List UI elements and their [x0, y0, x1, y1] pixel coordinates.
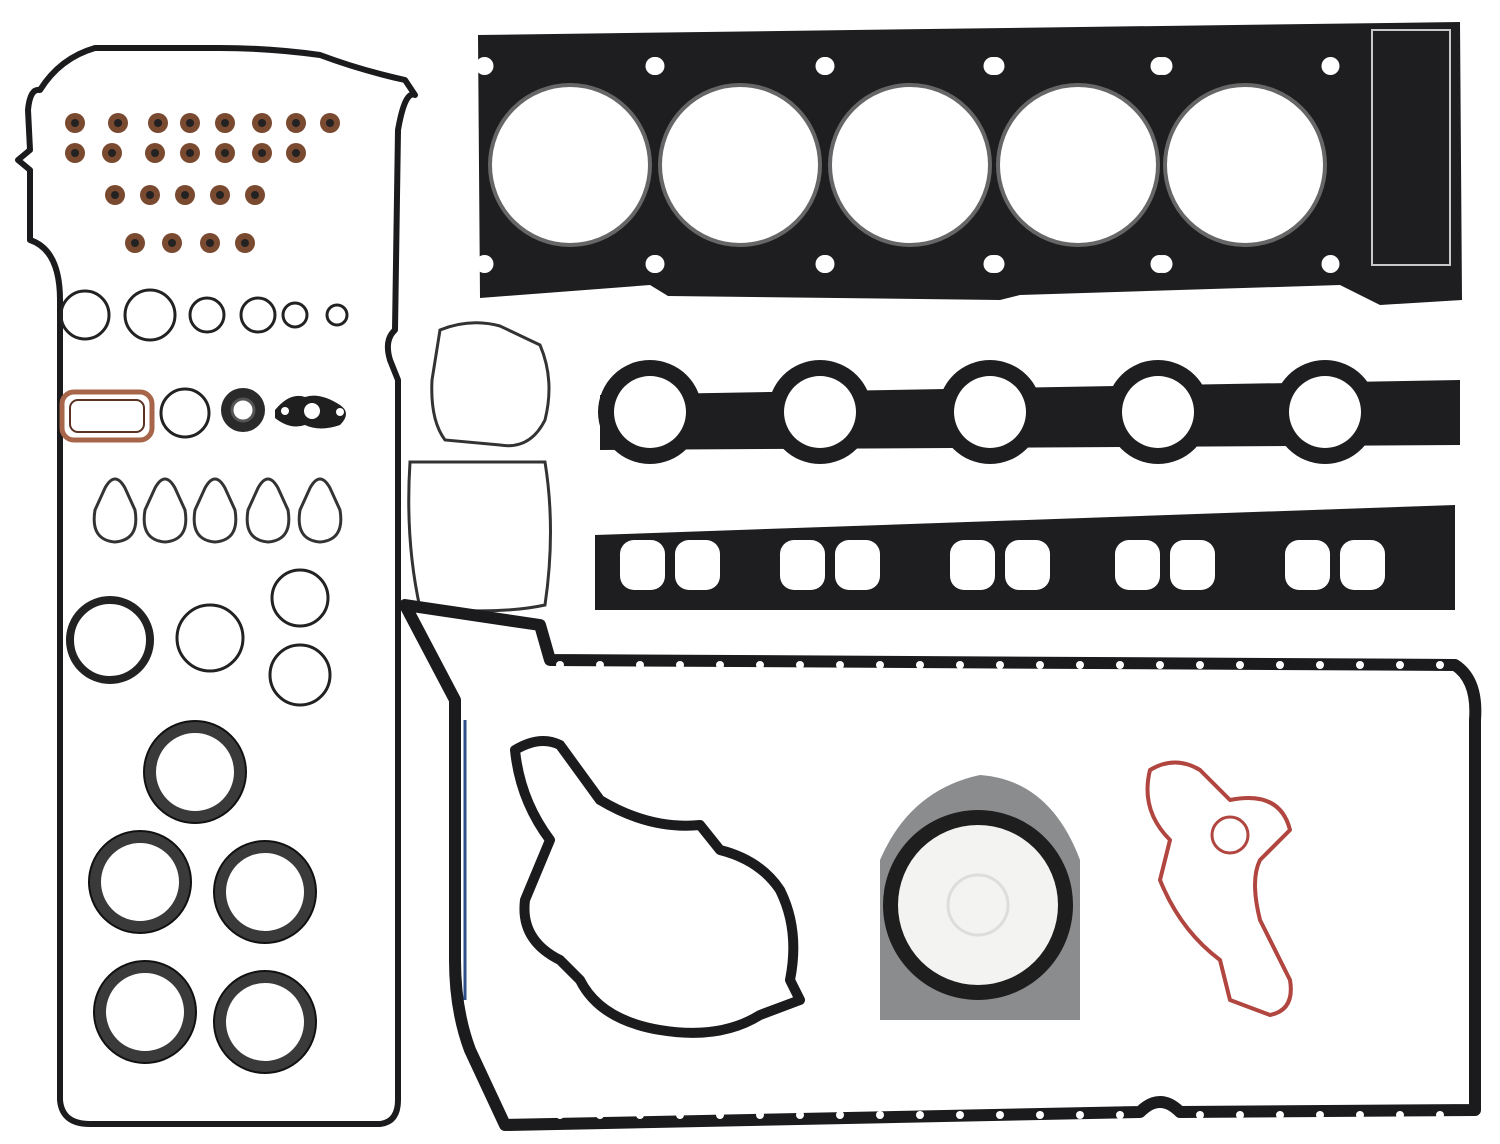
keyhole-gasket [245, 477, 291, 544]
keyhole-gasket [297, 477, 343, 544]
oil-cooler-gasket [1145, 760, 1293, 1017]
cylinder-bore [1163, 83, 1327, 247]
small-cover-gasket [430, 321, 551, 448]
keyhole-gasket [142, 477, 188, 544]
seal-stack [221, 388, 265, 432]
o-ring [188, 296, 226, 334]
square-cover-gasket [407, 460, 552, 613]
rear-main-seal [880, 775, 1080, 1020]
seal-ring [175, 603, 245, 673]
keyhole-gaskets [92, 477, 343, 544]
keyhole-gasket [192, 477, 238, 544]
seal-ring [66, 596, 154, 684]
cylinder-head-gasket [475, 22, 1462, 305]
cylinder-bore [658, 83, 822, 247]
oil-pan-gasket [399, 599, 1482, 1131]
cylinder-bore [996, 83, 1160, 247]
cylinder-bore [828, 83, 992, 247]
thick-seal-ring [89, 831, 191, 933]
o-ring [59, 289, 111, 341]
keyhole-gasket [92, 477, 138, 544]
o-ring [325, 303, 349, 327]
thick-seal-ring [94, 961, 196, 1063]
o-ring [281, 301, 309, 329]
thick-seal-ring [144, 721, 246, 823]
brown-rect-gasket [59, 389, 155, 443]
o-ring [123, 288, 177, 342]
water-pump-gasket [510, 736, 805, 1038]
cylinder-bore [488, 83, 652, 247]
valve-cover-gasket [15, 45, 418, 1127]
seal-ring [270, 568, 330, 628]
seal-rings [66, 568, 332, 1074]
valve-stem-seals [65, 113, 340, 253]
seal-ring [268, 643, 332, 707]
o-ring [239, 296, 277, 334]
o-ring [159, 387, 211, 439]
thick-seal-ring [214, 841, 316, 943]
o-rings [59, 288, 349, 342]
thick-seal-ring [214, 971, 316, 1073]
